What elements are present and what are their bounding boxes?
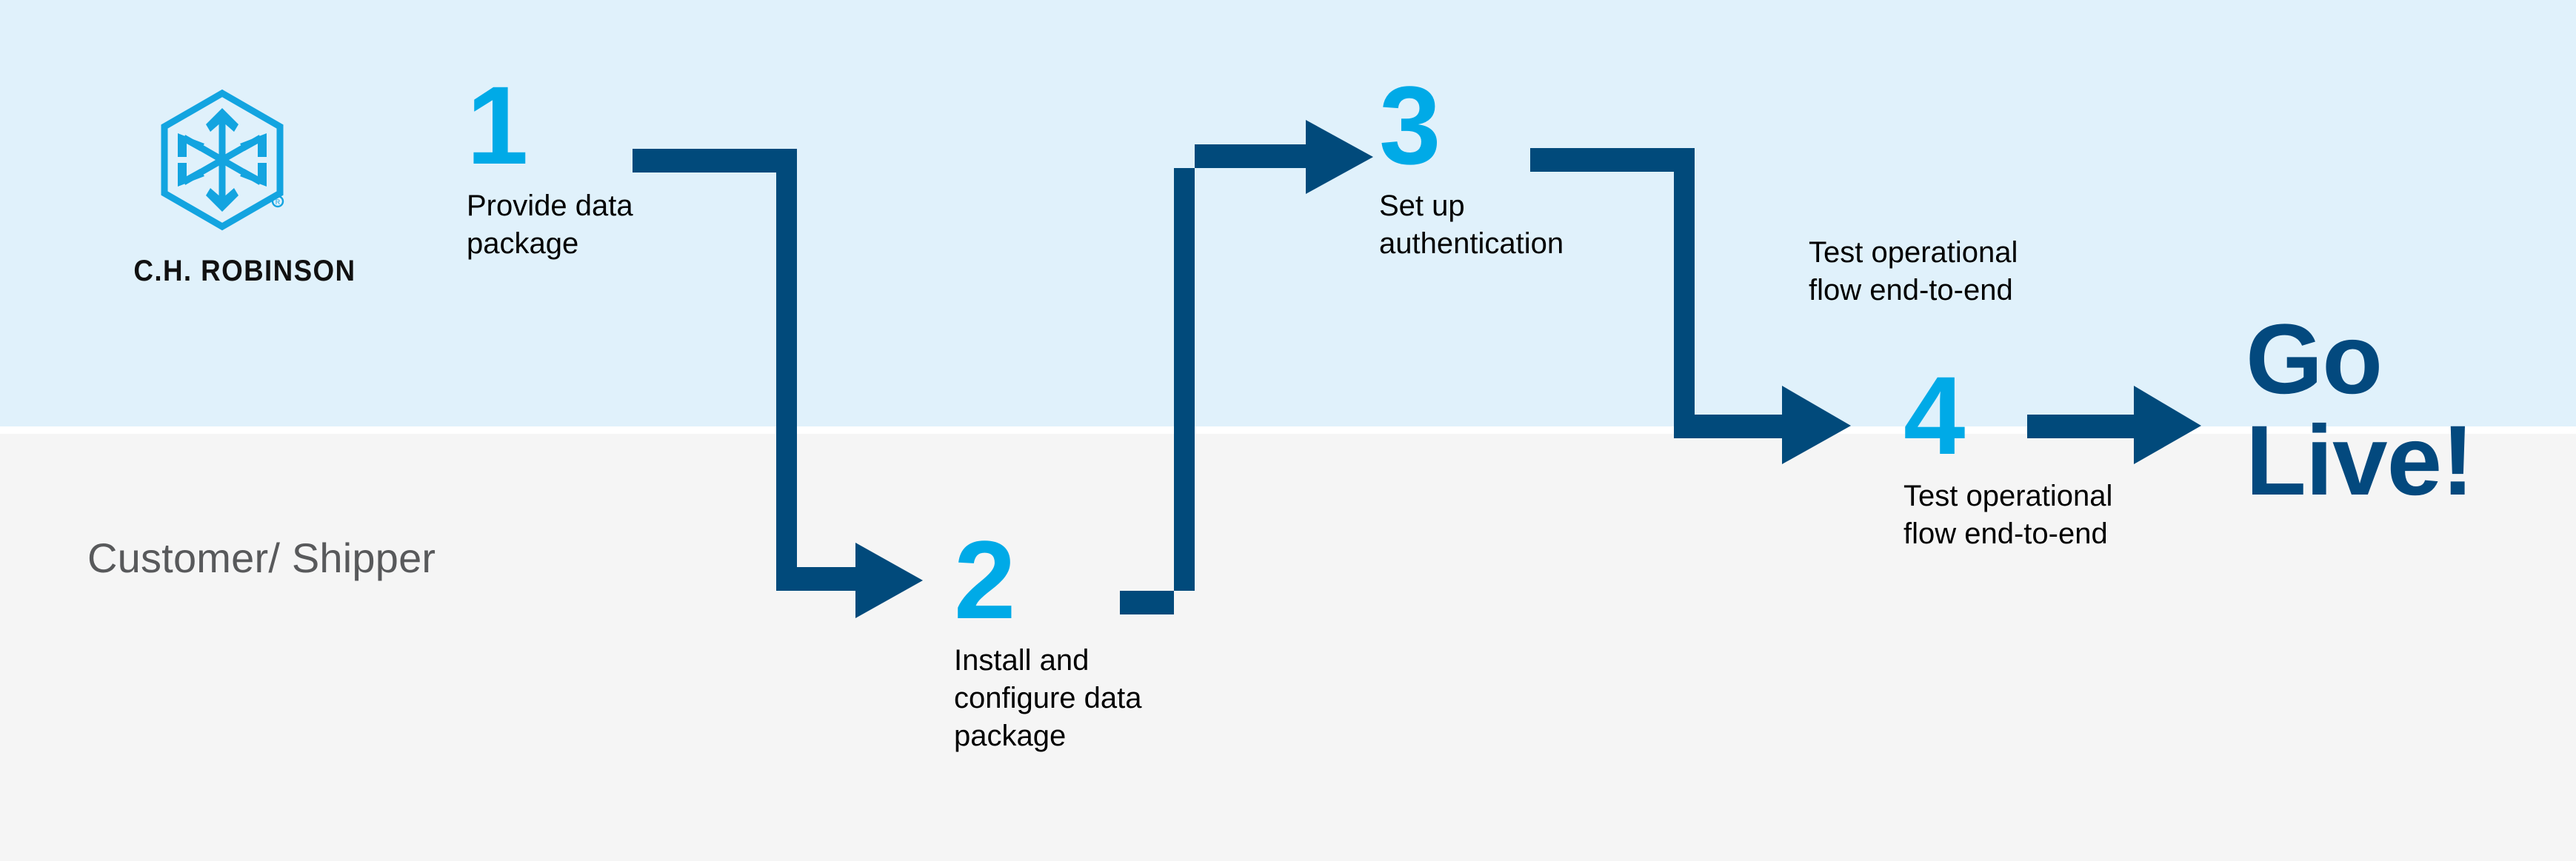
registered-trademark-icon: R: [271, 195, 284, 208]
background-band-bottom: [0, 434, 2576, 861]
go-live-outcome: Go Live!: [2246, 304, 2475, 516]
step-3-number: 3: [1379, 63, 1441, 187]
step-4-upper-caption-wrap: Test operational flow end-to-end: [1809, 234, 2018, 309]
step-3: 3 Set up authentication: [1379, 63, 1564, 263]
step-2-number: 2: [954, 517, 1015, 642]
step-2: 2 Install and configure data package: [954, 517, 1142, 756]
lane-label-customer-shipper: Customer/ Shipper: [87, 535, 436, 581]
brand-logo: R C.H. ROBINSON: [126, 89, 356, 288]
step-4-label: Test operational flow end-to-end: [1903, 480, 2113, 551]
step-1: 1 Provide data package: [467, 63, 633, 263]
background-band-top: [0, 0, 2576, 426]
step-1-label: Provide data package: [467, 190, 633, 261]
step-1-number: 1: [467, 63, 528, 187]
step-4-upper-caption: Test operational flow end-to-end: [1809, 236, 2018, 307]
step-2-label: Install and configure data package: [954, 644, 1142, 753]
step-4-number: 4: [1903, 353, 1965, 478]
svg-text:R: R: [276, 198, 281, 206]
ch-robinson-hexagon-icon: R: [161, 89, 284, 231]
brand-wordmark: C.H. ROBINSON: [133, 255, 356, 287]
step-3-label: Set up authentication: [1379, 190, 1564, 261]
step-4: 4 Test operational flow end-to-end: [1903, 353, 2113, 553]
